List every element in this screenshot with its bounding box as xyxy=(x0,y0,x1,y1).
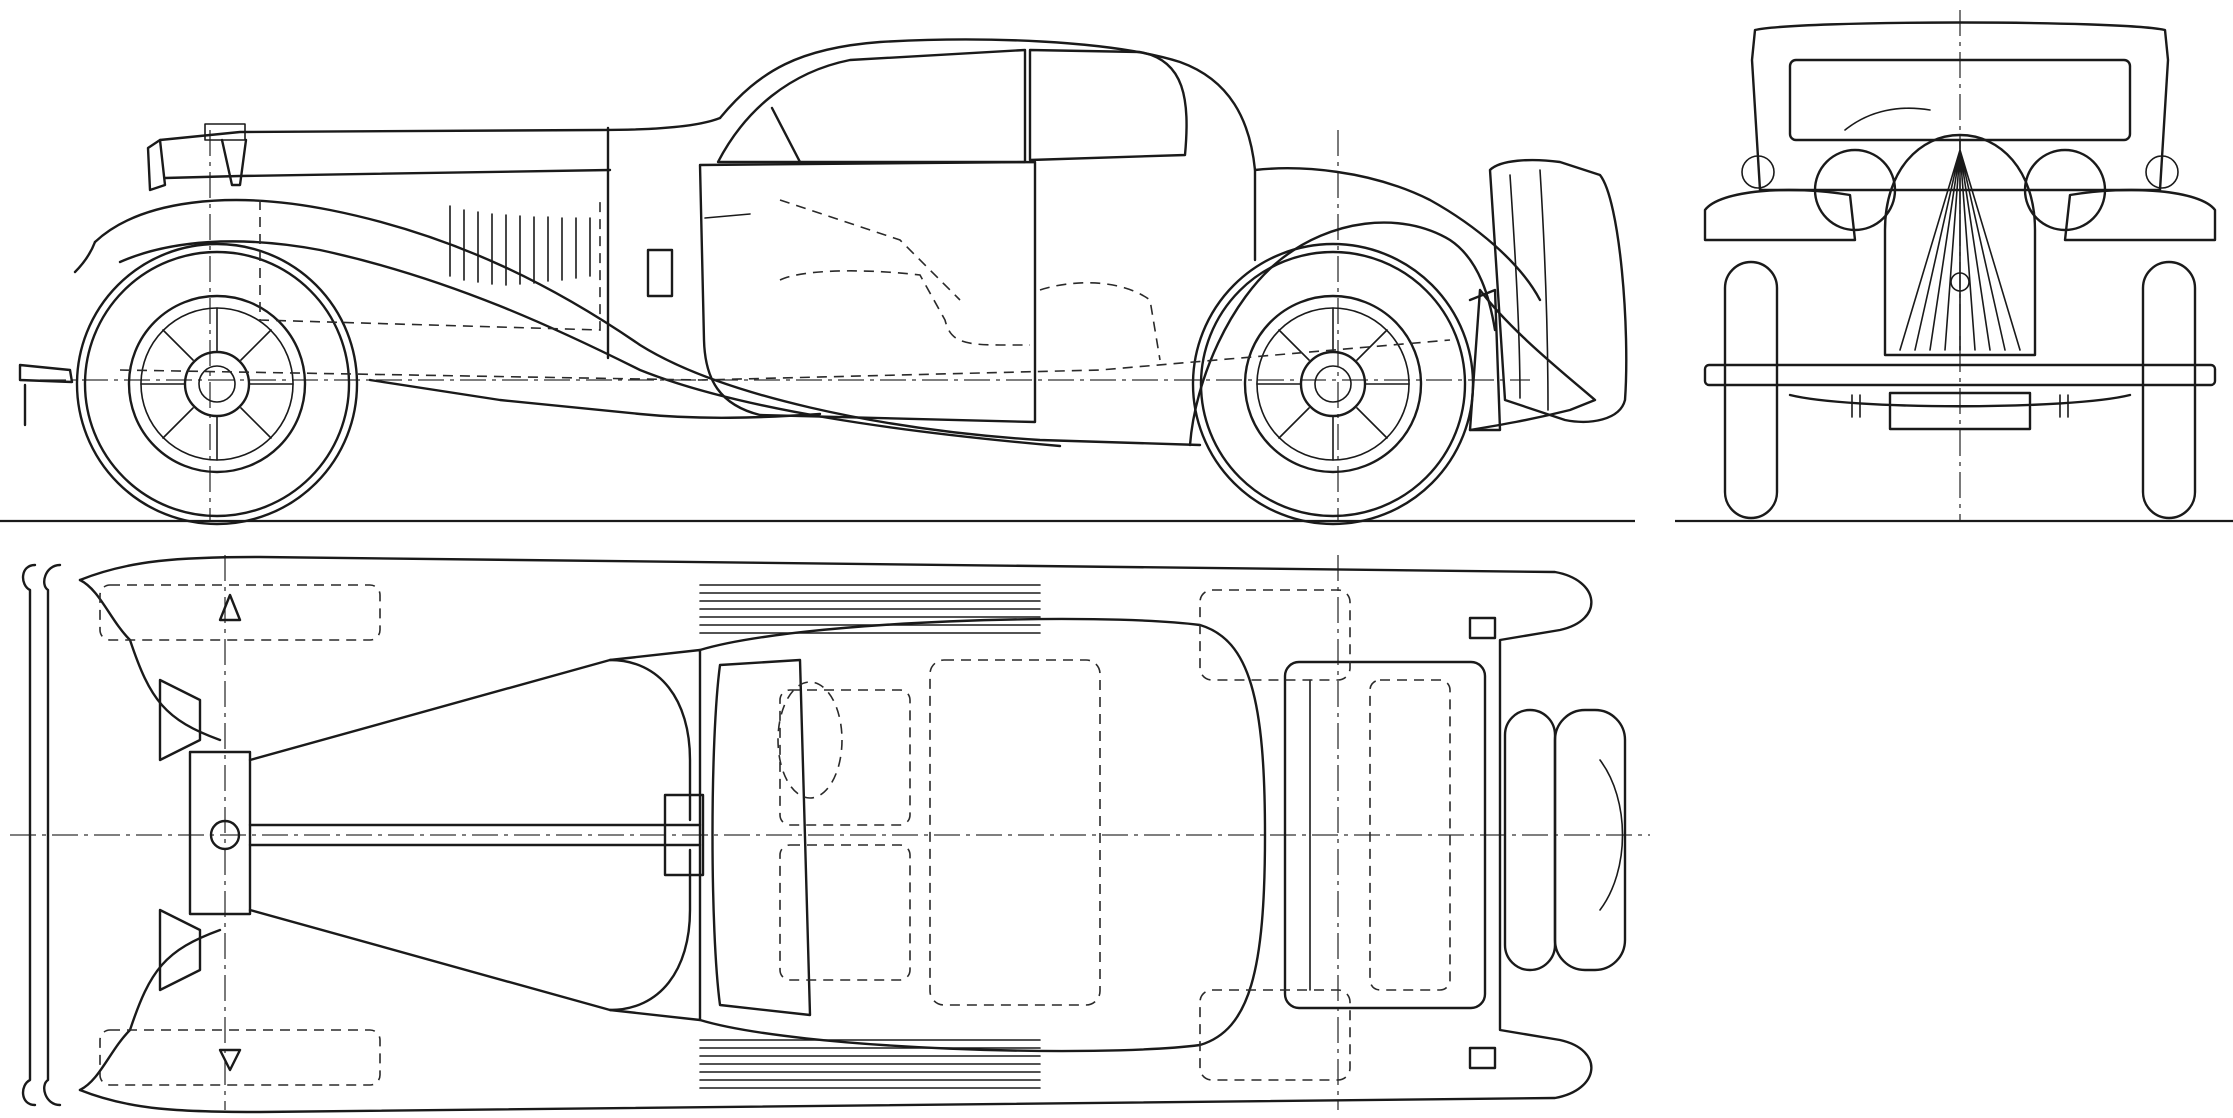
front-left-headlamp xyxy=(1813,148,1897,232)
front-bumper xyxy=(1703,363,2217,387)
front-radiator-grille xyxy=(1883,133,2037,357)
top-sidelamps xyxy=(218,593,242,1072)
top-hood xyxy=(248,648,702,1022)
front-left-sidelamp xyxy=(1741,155,1775,189)
side-hidden-frame xyxy=(119,339,1451,381)
top-body-outline xyxy=(78,555,1593,1114)
side-view xyxy=(0,38,1635,526)
side-vent-panel xyxy=(646,248,674,298)
side-crank-handle xyxy=(18,363,74,427)
front-axle xyxy=(1788,393,2132,408)
side-hood-lower xyxy=(163,168,612,180)
top-rear-bumper-studs xyxy=(1468,616,1497,1070)
front-right-fender xyxy=(2063,188,2217,242)
side-hidden-seat xyxy=(779,270,1030,346)
side-radiator-shell xyxy=(146,138,167,192)
top-front-fender-left xyxy=(78,578,222,742)
top-windscreen xyxy=(711,658,812,1017)
side-door-handle xyxy=(704,213,751,219)
front-right-headlamp xyxy=(2023,148,2107,232)
front-steering-wheel xyxy=(1844,107,1931,131)
side-rear-fender xyxy=(1188,221,1497,447)
front-left-fender xyxy=(1703,188,1857,242)
side-spare-wheel xyxy=(1488,158,1628,423)
side-hidden-rear-seat xyxy=(1039,282,1161,361)
side-rear-wheel xyxy=(1191,242,1475,526)
side-rear-bumper-bracket xyxy=(1468,288,1502,432)
top-radiator-cap xyxy=(209,819,241,851)
top-right-headlamp xyxy=(158,908,202,992)
side-roof xyxy=(718,38,1257,262)
top-front-bumper xyxy=(21,563,62,1107)
top-hidden-seats xyxy=(99,584,1451,1086)
top-side-louvers xyxy=(699,584,1041,1089)
front-right-tire xyxy=(2141,260,2197,520)
side-headlamp xyxy=(220,138,248,187)
top-radiator xyxy=(188,750,252,916)
side-hidden-steering xyxy=(779,199,961,301)
top-spare-wheels xyxy=(1503,708,1627,972)
top-roof xyxy=(698,617,1267,1053)
front-springs xyxy=(1851,394,2069,418)
side-rear-quarter xyxy=(1253,167,1542,302)
front-plate xyxy=(1888,391,2032,431)
top-view xyxy=(10,555,1650,1114)
side-front-wheel xyxy=(75,242,359,526)
side-hidden-engine xyxy=(259,200,601,331)
top-rear-deck xyxy=(1283,660,1487,1010)
top-dash-panel xyxy=(663,793,705,877)
side-hood-louvers xyxy=(449,205,591,286)
top-front-fender-right xyxy=(78,928,222,1092)
side-front-fender-lower xyxy=(73,240,1062,448)
front-badge xyxy=(1950,272,1970,292)
side-rear-window xyxy=(1028,48,1188,162)
front-roof xyxy=(1750,21,2170,192)
front-radiator-vanes xyxy=(1899,139,2021,351)
front-view xyxy=(1675,10,2233,523)
side-door xyxy=(698,160,1037,424)
front-left-tire xyxy=(1723,260,1779,520)
side-vent-window-post xyxy=(770,106,802,164)
top-cowl xyxy=(608,658,692,1012)
side-window-outline xyxy=(716,48,1027,164)
side-rear-fender-tail xyxy=(1468,288,1597,432)
front-right-sidelamp xyxy=(2145,155,2179,189)
side-hood-top xyxy=(158,116,722,142)
top-left-headlamp xyxy=(158,678,202,762)
